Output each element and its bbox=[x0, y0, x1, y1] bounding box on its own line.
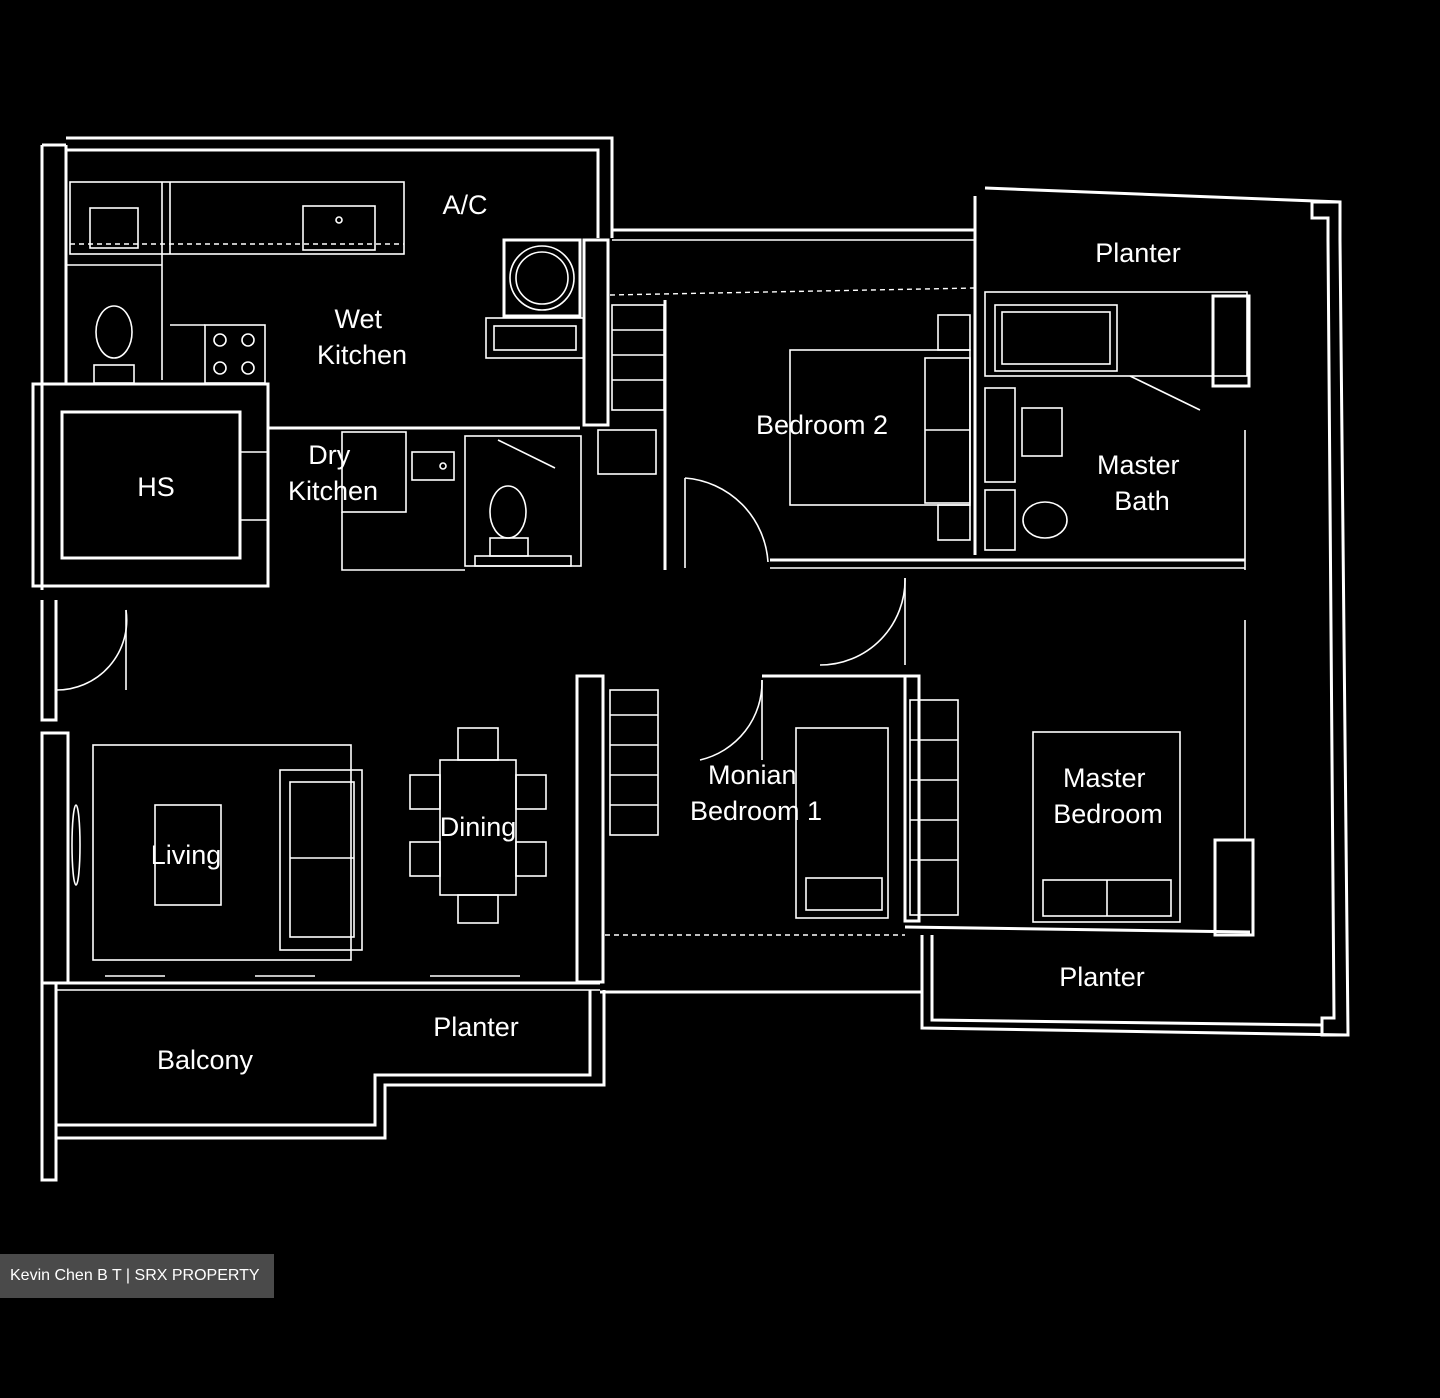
watermark-credit: Kevin Chen B T | SRX PROPERTY bbox=[0, 1254, 274, 1298]
label-bedroom-2: Bedroom 2 bbox=[756, 410, 888, 440]
label-planter-bottom: Planter bbox=[433, 1012, 519, 1042]
label-junior-master-bedroom: Monian Bedroom 1 bbox=[690, 760, 822, 826]
room-labels: A/C Planter Wet Kitchen Bedroom 2 HS Dry… bbox=[137, 190, 1187, 1075]
master-bedroom-area bbox=[1032, 620, 1255, 937]
kitchen-area bbox=[66, 181, 667, 571]
label-master-bath: Master Bath bbox=[1097, 450, 1187, 516]
label-living: Living bbox=[151, 840, 222, 870]
household-shelter bbox=[31, 382, 270, 588]
junior-master-area bbox=[575, 674, 959, 984]
label-planter-right: Planter bbox=[1059, 962, 1145, 992]
label-master-bedroom: Master Bedroom bbox=[1053, 763, 1163, 829]
label-planter-top: Planter bbox=[1095, 238, 1181, 268]
label-ac: A/C bbox=[442, 190, 487, 220]
label-hs: HS bbox=[137, 472, 175, 502]
label-dry-kitchen: Dry Kitchen bbox=[288, 440, 378, 506]
label-balcony: Balcony bbox=[157, 1045, 254, 1075]
master-bath-area bbox=[984, 291, 1251, 570]
label-wet-kitchen: Wet Kitchen bbox=[317, 304, 407, 370]
bedroom-2-area bbox=[611, 304, 1245, 666]
living-dining-area bbox=[55, 609, 547, 977]
label-dining: Dining bbox=[440, 812, 517, 842]
outer-walls bbox=[40, 136, 1350, 1182]
